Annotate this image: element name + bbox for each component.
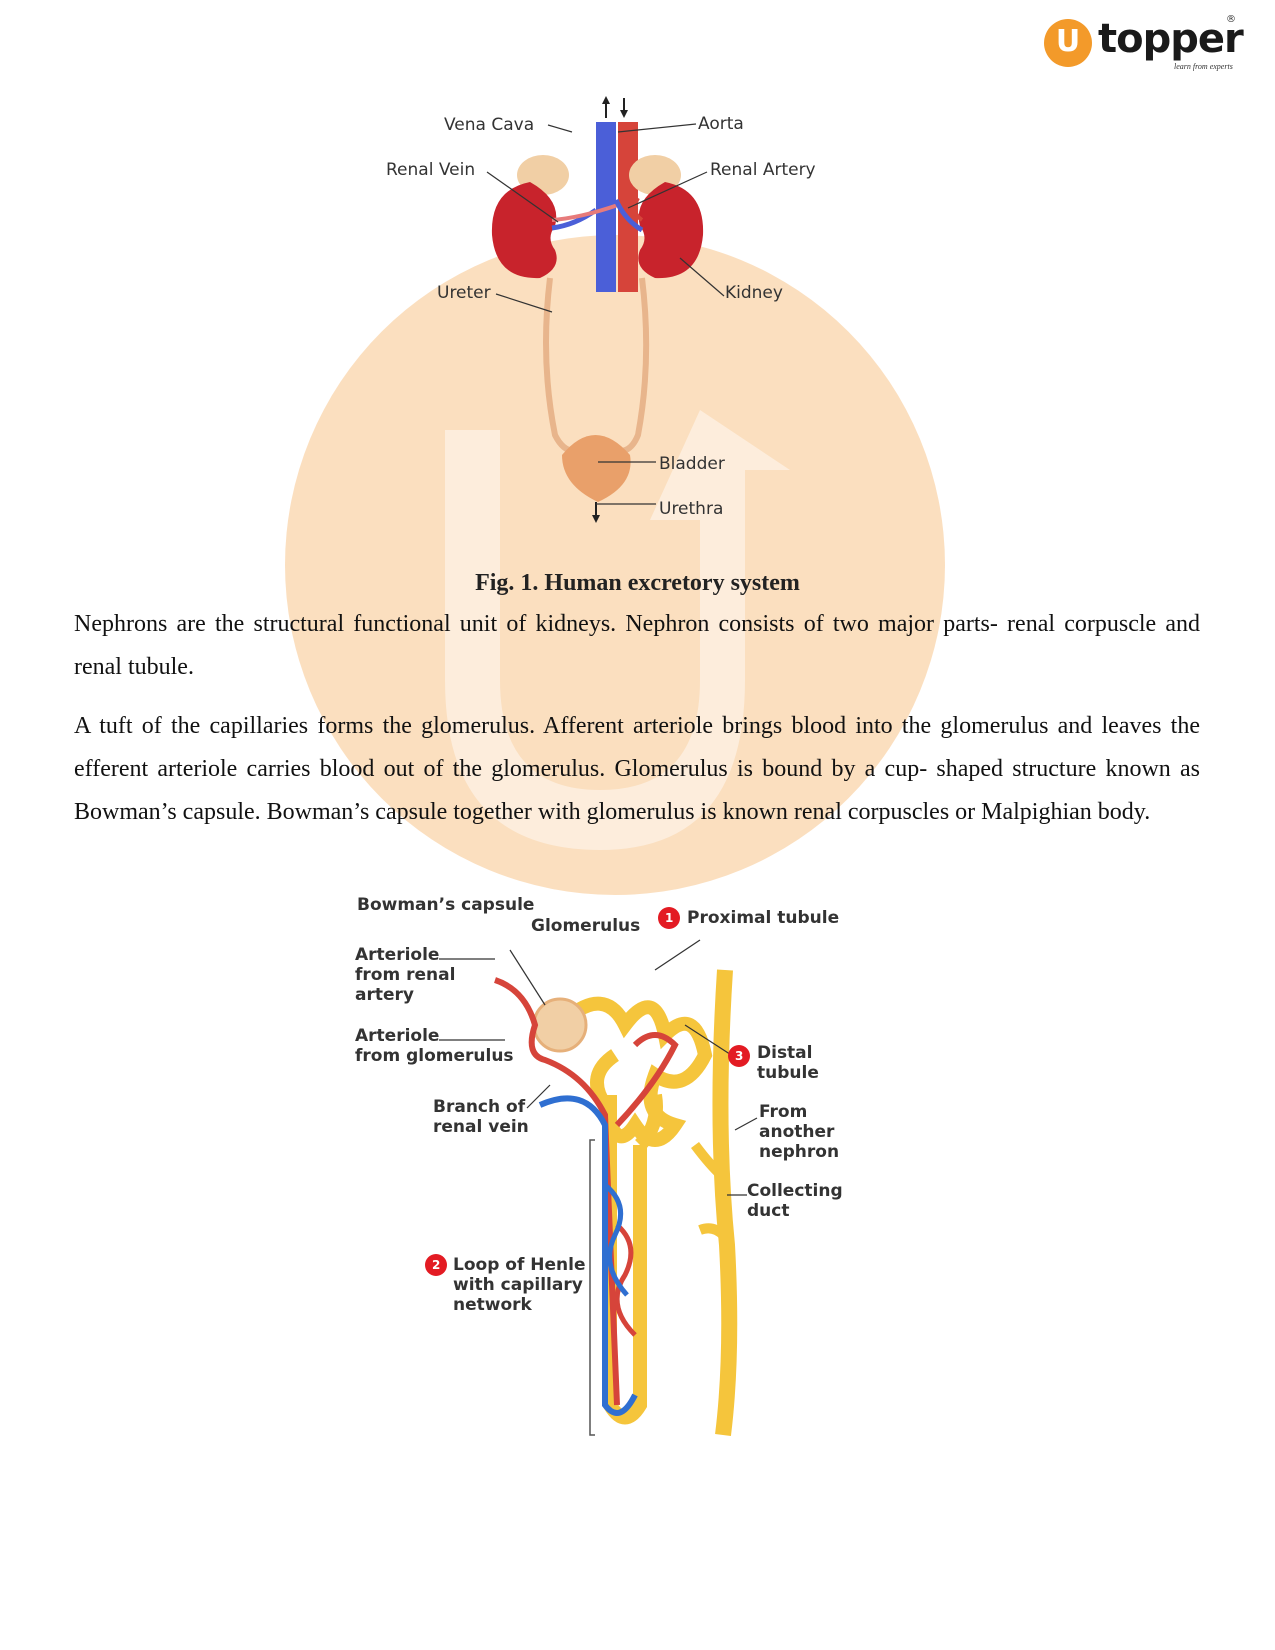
logo-name: topper — [1098, 16, 1244, 62]
glomerulus-shape — [532, 997, 588, 1053]
nephron-diagram: 1 3 2 Bowman’s capsule Glomerulus Proxim… — [355, 895, 843, 1436]
label-arteriole-glom-2: from glomerulus — [355, 1046, 514, 1066]
label-proximal-tubule: Proximal tubule — [687, 908, 839, 928]
excretory-system-diagram: Vena Cava Aorta Renal Vein Renal Artery … — [386, 96, 816, 523]
label-distal-1: Distal — [757, 1043, 812, 1063]
label-glomerulus: Glomerulus — [531, 916, 640, 936]
left-kidney — [491, 182, 557, 279]
figure-1-caption: Fig. 1. Human excretory system — [475, 570, 800, 596]
paragraph-glomerulus: A tuft of the capillaries forms the glom… — [74, 713, 1200, 825]
collecting-duct-shape — [712, 969, 738, 1436]
label-distal-2: tubule — [757, 1063, 819, 1083]
label-aorta: Aorta — [698, 114, 744, 134]
label-kidney: Kidney — [725, 283, 783, 303]
label-loop-1: Loop of Henle — [453, 1255, 586, 1275]
label-renal-artery: Renal Artery — [710, 160, 816, 180]
label-vena-cava: Vena Cava — [444, 115, 534, 135]
renal-vein-shape — [538, 1095, 638, 1416]
svg-text:1: 1 — [665, 911, 673, 925]
bladder-shape — [562, 435, 631, 502]
badge-2 — [425, 1254, 447, 1276]
logo-registered: ® — [1226, 14, 1236, 25]
logo-mark: U — [1044, 19, 1092, 67]
badge-1 — [658, 907, 680, 929]
topper-logo: U topper ® learn from experts — [1044, 14, 1244, 76]
svg-text:3: 3 — [735, 1049, 743, 1063]
label-branch-2: renal vein — [433, 1117, 529, 1137]
label-arteriole-renal-1: Arteriole — [355, 945, 439, 965]
label-urethra: Urethra — [659, 499, 723, 519]
right-kidney — [638, 182, 704, 279]
label-from-2: another — [759, 1122, 835, 1142]
paragraph-nephrons: Nephrons are the structural functional u… — [74, 611, 1200, 680]
label-from-1: From — [759, 1102, 807, 1122]
badge-3 — [728, 1045, 750, 1067]
label-arteriole-glom-1: Arteriole — [355, 1026, 439, 1046]
label-branch-1: Branch of — [433, 1097, 526, 1117]
label-bladder: Bladder — [659, 454, 725, 474]
logo-tagline: learn from experts — [1174, 62, 1233, 71]
label-renal-vein: Renal Vein — [386, 160, 475, 180]
label-arteriole-renal-2: from renal — [355, 965, 455, 985]
label-collecting-1: Collecting — [747, 1181, 843, 1201]
label-arteriole-renal-3: artery — [355, 985, 414, 1005]
label-loop-3: network — [453, 1295, 533, 1315]
label-loop-2: with capillary — [453, 1275, 583, 1295]
label-ureter: Ureter — [437, 283, 491, 303]
svg-text:2: 2 — [432, 1258, 440, 1272]
loop-of-henle-shape — [603, 1095, 647, 1425]
label-collecting-2: duct — [747, 1201, 789, 1221]
label-bowmans-capsule: Bowman’s capsule — [357, 895, 534, 915]
label-from-3: nephron — [759, 1142, 839, 1162]
